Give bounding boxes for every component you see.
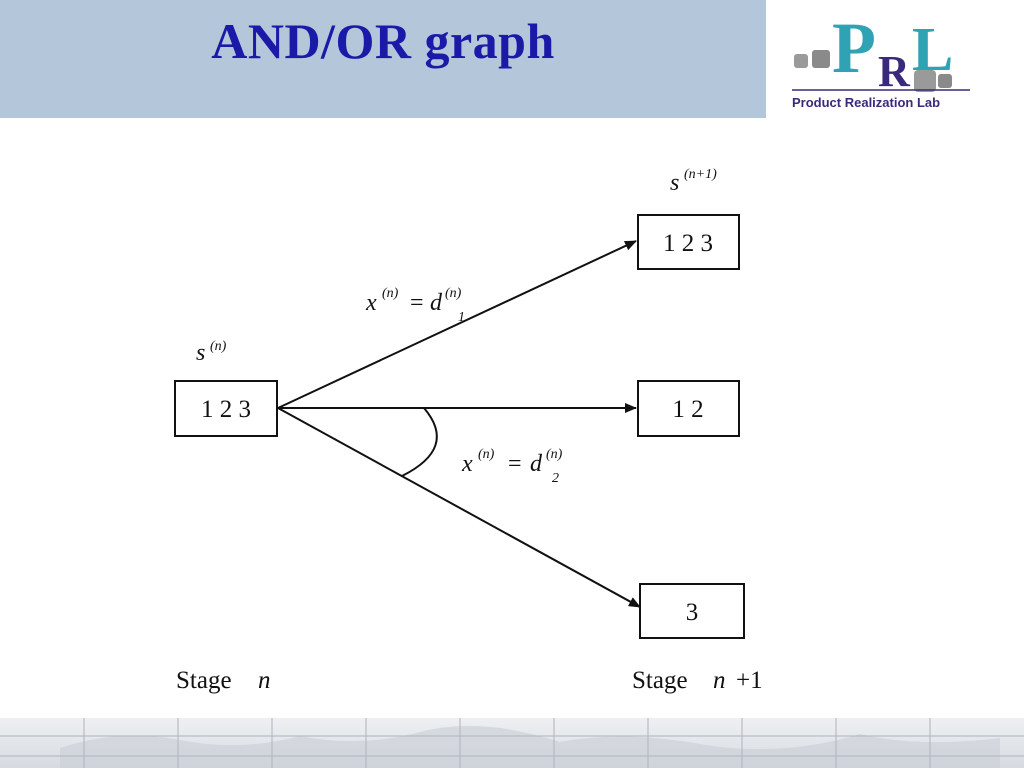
logo-square-3 <box>914 70 936 92</box>
and-arc <box>401 407 438 477</box>
slide-title: AND/OR graph <box>211 13 555 69</box>
svg-text:Stage: Stage <box>176 667 232 694</box>
svg-text:x: x <box>461 451 473 477</box>
svg-text:x: x <box>365 290 377 316</box>
logo-caption: Product Realization Lab <box>792 95 940 110</box>
svg-text:(n): (n) <box>382 286 399 301</box>
left-state-symbol: s (n) <box>196 339 227 366</box>
svg-text:1: 1 <box>458 310 465 325</box>
right-state-node-3: 3 <box>639 583 745 639</box>
logo-letter-p: P <box>832 8 876 88</box>
edge-to-bottom-state <box>277 407 641 608</box>
svg-text:=: = <box>508 451 522 477</box>
logo-square-1 <box>794 54 808 68</box>
svg-text:d: d <box>430 290 443 316</box>
svg-text:1 2: 1 2 <box>672 396 703 423</box>
right-state-symbol: s (n+1) <box>670 167 717 196</box>
footer-decoration <box>0 718 1024 768</box>
and-or-graph: s (n) s (n+1) 1 2 3 1 2 3 1 2 3 x (n) = … <box>174 167 763 694</box>
svg-text:3: 3 <box>686 599 699 626</box>
svg-text:n: n <box>713 667 726 694</box>
svg-text:(n): (n) <box>478 447 495 462</box>
logo-square-2 <box>812 50 830 68</box>
svg-text:(n+1): (n+1) <box>684 167 717 182</box>
left-state-node: 1 2 3 <box>174 380 278 437</box>
logo-letter-r: R <box>878 47 911 96</box>
prl-logo: P R L Product Realization Lab <box>792 8 970 110</box>
svg-text:1 2 3: 1 2 3 <box>663 230 713 257</box>
edge-to-top-state <box>277 240 637 409</box>
footer-map-graphic <box>0 718 1024 768</box>
svg-text:(n): (n) <box>210 339 227 354</box>
edge-label-decision-2: x (n) = d (n) 2 <box>461 447 563 486</box>
logo-square-4 <box>938 74 952 88</box>
svg-text:+1: +1 <box>736 667 763 694</box>
svg-text:1 2 3: 1 2 3 <box>201 396 251 423</box>
svg-text:n: n <box>258 667 271 694</box>
svg-text:Stage: Stage <box>632 667 688 694</box>
svg-text:d: d <box>530 451 543 477</box>
right-state-node-2: 1 2 <box>637 380 740 437</box>
svg-text:(n): (n) <box>445 286 462 301</box>
edge-label-decision-1: x (n) = d (n) 1 <box>365 286 465 325</box>
header-band <box>0 0 766 118</box>
svg-text:(n): (n) <box>546 447 563 462</box>
stage-label-left: Stage n <box>176 667 271 694</box>
svg-text:2: 2 <box>552 471 559 486</box>
svg-text:=: = <box>410 290 424 316</box>
stage-label-right: Stage n +1 <box>632 667 763 694</box>
svg-text:s: s <box>670 170 679 196</box>
svg-text:s: s <box>196 340 205 366</box>
right-state-node-1: 1 2 3 <box>637 214 740 270</box>
